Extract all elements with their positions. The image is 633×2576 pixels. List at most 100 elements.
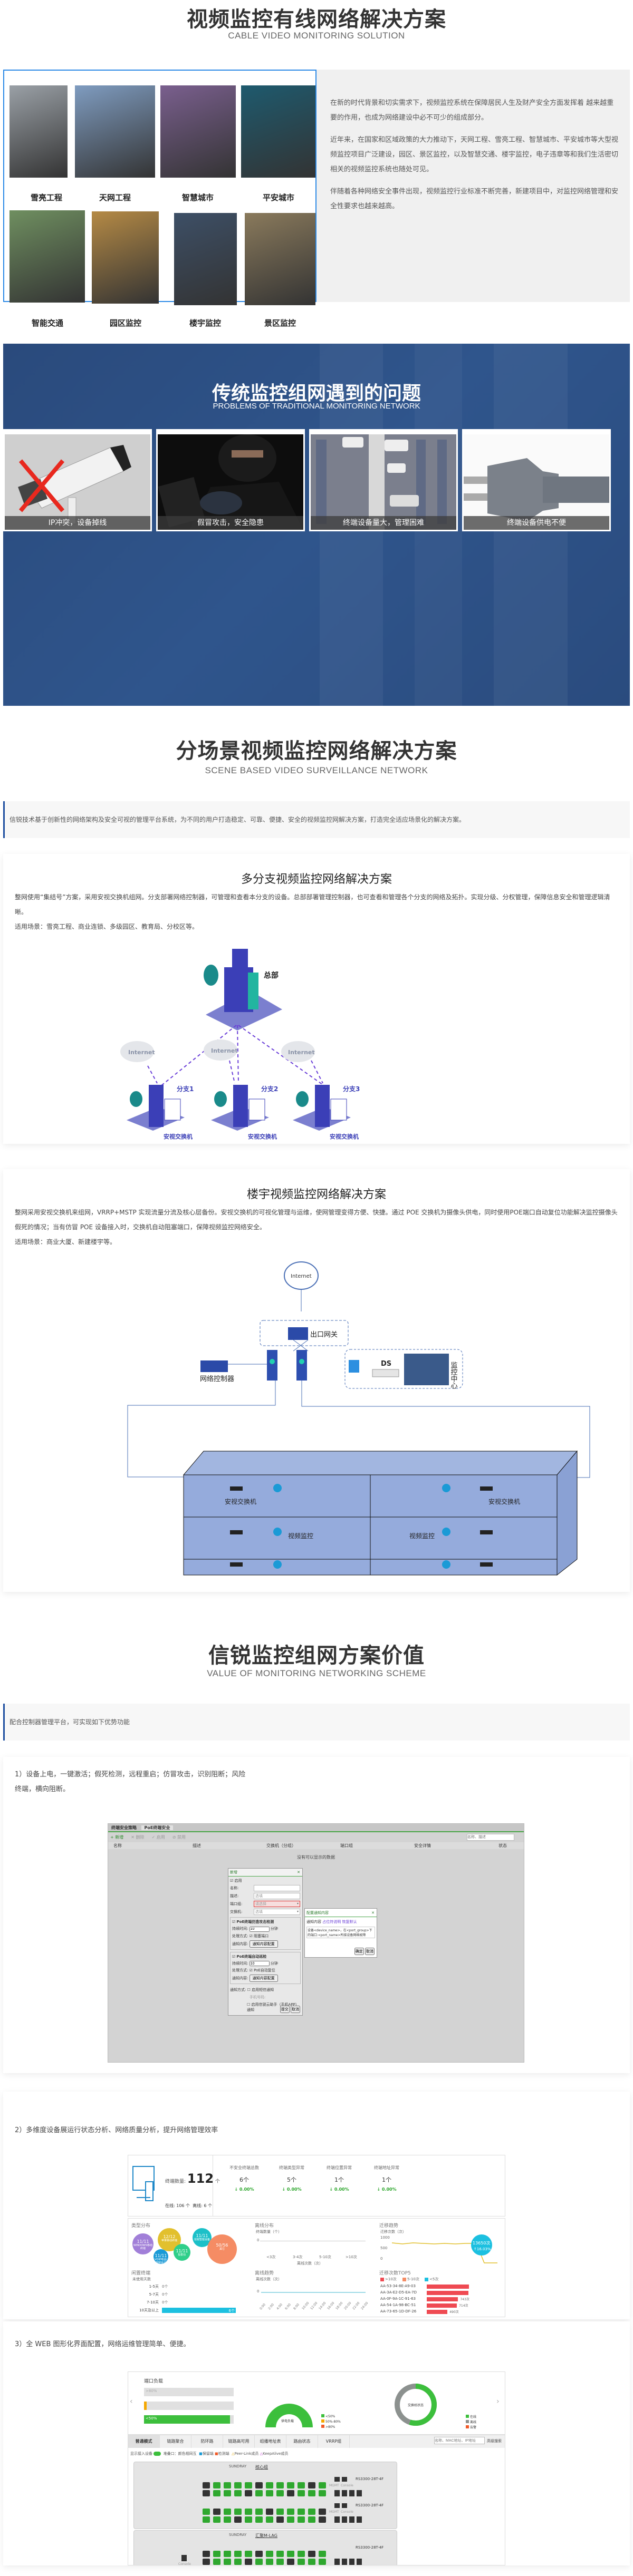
- group1-checkbox[interactable]: ☑: [232, 1920, 236, 1924]
- column-header[interactable]: 描述: [193, 1843, 201, 1848]
- toolbar-button[interactable]: ✓ 启用: [151, 1835, 165, 1840]
- switch-port[interactable]: [224, 2482, 231, 2488]
- ok-button[interactable]: 确定: [354, 1948, 364, 1955]
- show-devices-toggle[interactable]: [154, 2452, 161, 2456]
- notify-content-textarea[interactable]: 设备<device_name>，在<port_group>下的端口:<port_…: [306, 1927, 375, 1938]
- notify-config-button[interactable]: 通知内容配置: [249, 1975, 278, 1982]
- switch-port[interactable]: [287, 2551, 294, 2557]
- group2-checkbox[interactable]: ☑: [232, 1954, 236, 1959]
- mode-tab[interactable]: 链路高可用: [223, 2435, 255, 2448]
- switch-port[interactable]: [234, 2516, 242, 2523]
- switch-port[interactable]: [234, 2490, 242, 2496]
- tab-poe-security[interactable]: PoE终端安全: [141, 1825, 174, 1830]
- column-header[interactable]: 端口组: [340, 1843, 353, 1848]
- switch-port[interactable]: [276, 2516, 284, 2523]
- switch-port[interactable]: [234, 2559, 242, 2565]
- sfp-port[interactable]: [357, 2516, 362, 2523]
- switch-port[interactable]: [266, 2482, 273, 2488]
- switch-port[interactable]: [245, 2490, 252, 2496]
- switch-port[interactable]: [319, 2482, 326, 2488]
- toolbar-button[interactable]: ⊘ 禁用: [172, 1835, 186, 1840]
- switch-port[interactable]: [255, 2490, 263, 2496]
- switch-port[interactable]: [255, 2509, 263, 2515]
- switch-port[interactable]: [276, 2551, 284, 2557]
- column-header[interactable]: 名称: [113, 1843, 122, 1848]
- placeholder-help-link[interactable]: 占位符说明: [322, 1920, 341, 1924]
- switch-port[interactable]: [308, 2482, 315, 2488]
- switch-port[interactable]: [287, 2516, 294, 2523]
- switch-port[interactable]: [266, 2516, 273, 2523]
- mode-tab[interactable]: 组播地址表: [255, 2435, 286, 2448]
- switch-port[interactable]: [308, 2490, 315, 2496]
- switch-port[interactable]: [234, 2482, 242, 2488]
- search-input[interactable]: [467, 1834, 514, 1841]
- tab-terminal-policy[interactable]: 终端安全策略: [111, 1825, 137, 1830]
- sfp-port[interactable]: [334, 2559, 340, 2565]
- switch-port[interactable]: [287, 2559, 294, 2565]
- next-arrow-icon[interactable]: ›: [496, 2397, 500, 2406]
- switch-port[interactable]: [308, 2551, 315, 2557]
- switch-port[interactable]: [319, 2490, 326, 2496]
- sfp-port[interactable]: [334, 2490, 340, 2496]
- switch-port[interactable]: [298, 2516, 305, 2523]
- sfp-port[interactable]: [334, 2516, 340, 2523]
- mode-tab[interactable]: 防环路: [191, 2435, 223, 2448]
- switch-port[interactable]: [266, 2509, 273, 2515]
- dialog-select[interactable]: 选填▾: [254, 1909, 300, 1915]
- sfp-port[interactable]: [349, 2516, 354, 2523]
- switch-port[interactable]: [245, 2516, 252, 2523]
- switch-port[interactable]: [276, 2490, 284, 2496]
- column-header[interactable]: 安全详情: [414, 1843, 431, 1848]
- console-port[interactable]: [181, 2555, 187, 2561]
- switch-port[interactable]: [213, 2516, 220, 2523]
- column-header[interactable]: 交换机（分组）: [266, 1843, 296, 1848]
- switch-port[interactable]: [245, 2559, 252, 2565]
- switch-port[interactable]: [298, 2490, 305, 2496]
- console-port[interactable]: [342, 2477, 347, 2482]
- mode-tab[interactable]: 链路聚合: [160, 2435, 191, 2448]
- dialog-field[interactable]: [254, 1885, 300, 1891]
- switch-port[interactable]: [224, 2559, 231, 2565]
- switch-port[interactable]: [266, 2490, 273, 2496]
- mgmt-port[interactable]: [334, 2477, 340, 2482]
- switch-port[interactable]: [255, 2551, 263, 2557]
- switch-port[interactable]: [319, 2509, 326, 2515]
- switch-port[interactable]: [213, 2482, 220, 2488]
- mode-tab[interactable]: VRRP组: [318, 2435, 350, 2448]
- switch-port[interactable]: [319, 2559, 326, 2565]
- enable-checkbox[interactable]: ☑: [230, 1879, 234, 1883]
- switch-port[interactable]: [319, 2516, 326, 2523]
- sfp-port[interactable]: [357, 2490, 362, 2496]
- toolbar-button[interactable]: + 新增: [110, 1835, 124, 1840]
- switch-port[interactable]: [255, 2559, 263, 2565]
- sfp-port[interactable]: [349, 2559, 354, 2565]
- toolbar-button[interactable]: ✕ 删除: [131, 1835, 145, 1840]
- device-search-input[interactable]: [434, 2437, 485, 2444]
- prev-arrow-icon[interactable]: ‹: [130, 2397, 133, 2406]
- switch-port[interactable]: [298, 2559, 305, 2565]
- switch-port[interactable]: [266, 2551, 273, 2557]
- switch-port[interactable]: [245, 2482, 252, 2488]
- switch-port[interactable]: [255, 2516, 263, 2523]
- switch-port[interactable]: [213, 2490, 220, 2496]
- switch-port[interactable]: [308, 2516, 315, 2523]
- close-icon[interactable]: ✕: [371, 1911, 375, 1915]
- switch-port[interactable]: [234, 2509, 242, 2515]
- group-name[interactable]: 核心组: [255, 2465, 268, 2470]
- mode-tab[interactable]: 普通模式: [128, 2435, 160, 2448]
- switch-port[interactable]: [319, 2551, 326, 2557]
- switch-port[interactable]: [287, 2490, 294, 2496]
- mode-tab[interactable]: 路由状态: [286, 2435, 318, 2448]
- advanced-search-link[interactable]: 高级搜索: [487, 2439, 502, 2443]
- notify-config-button[interactable]: 通知内容配置: [249, 1940, 278, 1948]
- switch-port[interactable]: [245, 2509, 252, 2515]
- switch-port[interactable]: [203, 2559, 210, 2565]
- duration-input-1[interactable]: [249, 1926, 270, 1932]
- sfp-port[interactable]: [357, 2559, 362, 2565]
- switch-port[interactable]: [203, 2490, 210, 2496]
- switch-port[interactable]: [224, 2551, 231, 2557]
- switch-port[interactable]: [266, 2559, 273, 2565]
